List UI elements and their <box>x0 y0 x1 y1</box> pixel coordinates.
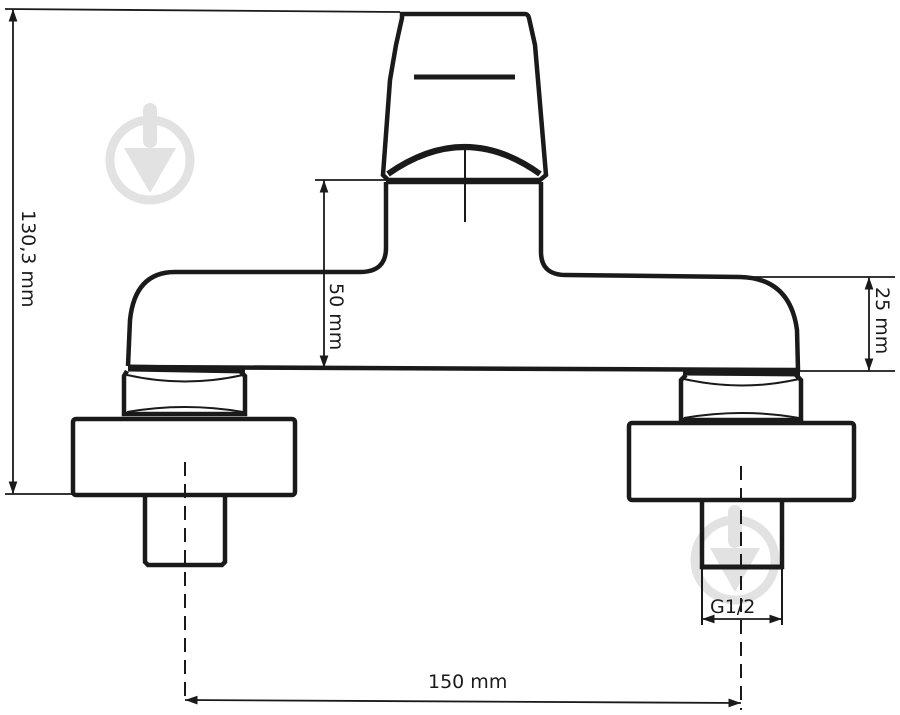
dimension-total-height: 130,3 mm <box>4 8 401 495</box>
thread-size-label: G1/2 <box>710 596 755 618</box>
left-connector <box>70 364 298 700</box>
body-height-label: 50 mm <box>325 283 347 350</box>
trowel-logo-icon <box>690 505 780 605</box>
spout-height-label: 25 mm <box>871 287 893 354</box>
center-distance-label: 150 mm <box>428 671 507 693</box>
faucet-handle <box>380 11 549 222</box>
right-connector <box>626 368 857 710</box>
dimension-spout-height: 25 mm <box>740 276 895 372</box>
trowel-logo-icon <box>105 103 195 205</box>
dimension-thread-size: G1/2 <box>702 596 782 624</box>
dimension-body-height: 50 mm <box>315 179 386 368</box>
dimension-center-distance: 150 mm <box>184 671 742 708</box>
total-height-label: 130,3 mm <box>17 210 39 307</box>
